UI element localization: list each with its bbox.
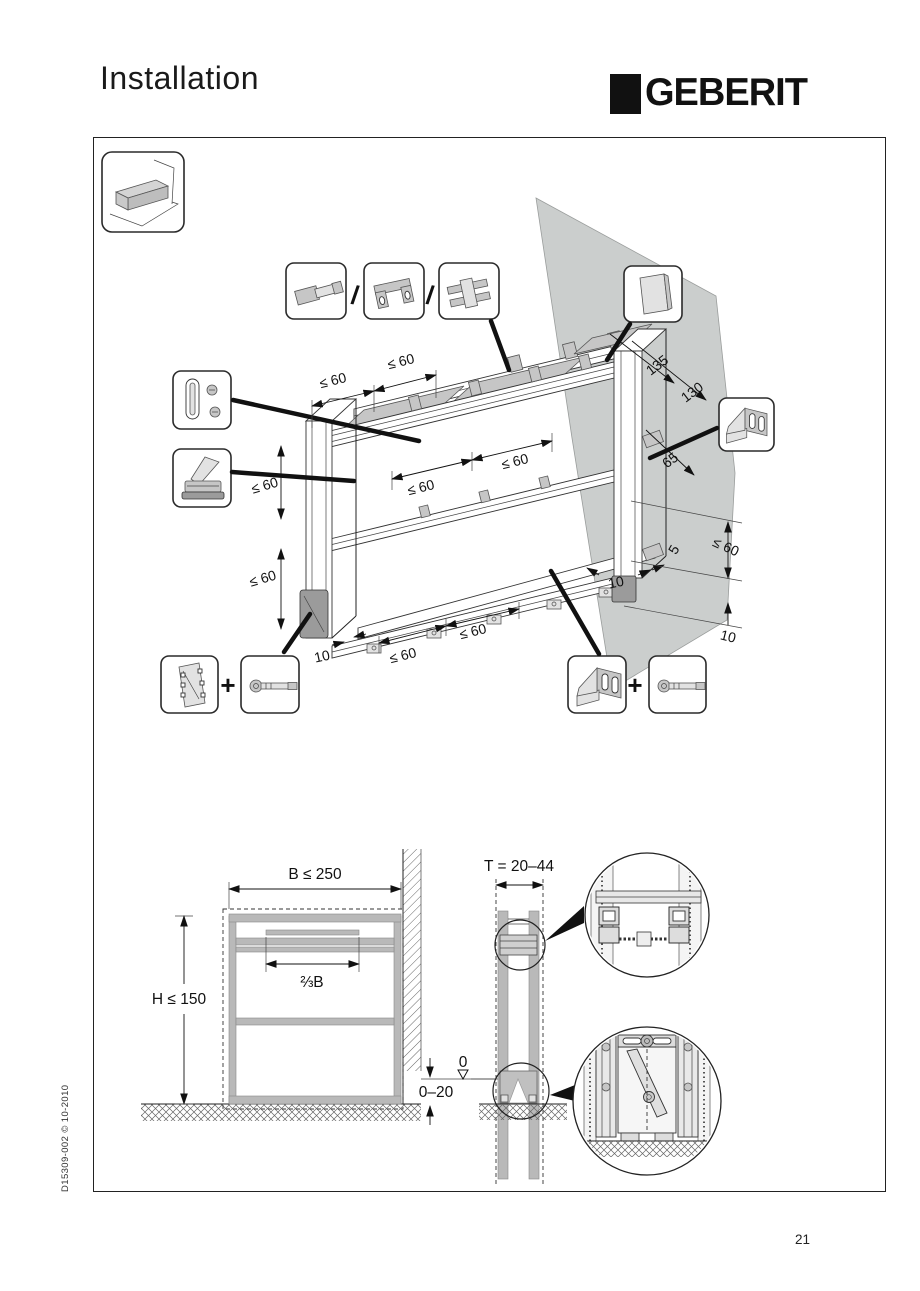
part-box-protection-panel — [623, 265, 683, 323]
elevation-frame — [228, 913, 402, 1105]
clamp-icon — [181, 456, 225, 500]
dim-middle: ≤ 60 ≤ 60 — [391, 433, 553, 498]
wall-bracket-upper — [641, 429, 665, 449]
angle-bracket-icon — [726, 407, 768, 444]
part-box-angle-bracket — [567, 655, 627, 714]
dim-top: ≤ 60 ≤ 60 — [311, 350, 437, 428]
section-drawing: T = 20–44 — [471, 852, 722, 1184]
anchor-bolt-icon — [249, 679, 298, 693]
dim-label-10: 10 — [313, 647, 332, 666]
seal-strips — [343, 323, 653, 429]
part-box-connector-3 — [438, 262, 500, 320]
wall-section — [402, 849, 422, 1104]
plus-sign: + — [627, 670, 642, 700]
leader-lines — [229, 318, 720, 657]
dim-label-le60: ≤ 60 — [386, 350, 416, 372]
part-box-connector-1 — [285, 262, 347, 320]
dim-label-le60: ≤ 60 — [500, 450, 530, 472]
elevation-drawing: B ≤ 250 H ≤ 150 ⅔B 0 0–20 — [141, 849, 502, 1125]
logo-wordmark: GEBERIT — [645, 71, 808, 115]
connector3-icon — [446, 277, 491, 309]
anchor-bolt-icon — [657, 679, 706, 693]
connector2-icon — [373, 278, 415, 309]
dim-label-le60: ≤ 60 — [318, 369, 348, 391]
dim-label-10: 10 — [719, 627, 738, 646]
dim-label-le60: ≤ 60 — [249, 474, 280, 497]
document-code: D15309-002 © 10-2010 — [60, 1084, 71, 1192]
frame-outline-dashed — [222, 908, 404, 1110]
dim-label-floor-gap: 0–20 — [419, 1084, 454, 1101]
dim-label-le60: ≤ 60 — [406, 476, 436, 498]
dim-label-le60: ≤ 60 — [388, 644, 418, 666]
detail-top — [584, 852, 710, 978]
part-box-anchor-bolt-left — [240, 655, 300, 714]
part-box-foot-plate — [160, 655, 219, 714]
plus-sign: + — [220, 670, 235, 700]
dim-label-height: H ≤ 150 — [152, 991, 207, 1008]
dim-label-width: B ≤ 250 — [288, 866, 342, 883]
dim-label-le60: ≤ 60 — [247, 567, 278, 590]
logo-square-icon — [610, 73, 641, 114]
part-box-connector-2 — [363, 262, 425, 320]
dim-two-thirds: ⅔B — [265, 937, 360, 991]
slash-separator: / — [349, 280, 360, 311]
angle-bracket-icon — [576, 666, 622, 707]
floor-hatch — [479, 1104, 567, 1120]
dim-label-10: 10 — [607, 573, 626, 592]
detail-callout-circle-top — [494, 919, 546, 971]
part-box-anchor-bolt-right — [648, 655, 707, 714]
dim-label-le60: ≤ 60 — [458, 620, 488, 642]
callout-wedge-bottom — [550, 1085, 575, 1101]
part-box-clamp-tool — [172, 448, 232, 508]
page-number: 21 — [795, 1232, 811, 1247]
geberit-logo: GEBERIT — [610, 71, 808, 115]
detail-bottom — [572, 1026, 722, 1176]
part-box-seal-screws — [172, 370, 232, 430]
dim-label-two-thirds: ⅔B — [300, 974, 323, 991]
callout-wedge-top — [545, 906, 584, 941]
dim-left-vertical: ≤ 60 ≤ 60 — [247, 445, 285, 630]
dim-label-thickness: T = 20–44 — [484, 858, 554, 875]
iso-right-column — [611, 328, 668, 603]
dim-height: H ≤ 150 — [152, 915, 207, 1105]
connector1-icon — [294, 280, 344, 306]
foot-plate-icon — [178, 662, 206, 708]
dim-bottom: ≤ 60 ≤ 60 10 — [313, 602, 520, 666]
page-title: Installation — [100, 60, 259, 96]
iso-drawing: / / — [101, 151, 775, 714]
panel-icon — [639, 273, 673, 315]
dim-floor-gap: 0–20 — [419, 1058, 454, 1125]
floor-section — [141, 1103, 421, 1121]
section-column — [471, 910, 567, 1180]
installation-figure: / / — [93, 137, 886, 1192]
dim-thickness: T = 20–44 — [484, 858, 554, 1184]
corner-pictogram — [101, 151, 185, 233]
datum-triangle-icon — [457, 1069, 469, 1081]
detail-callout-circle-bottom — [492, 1062, 550, 1120]
dim-width: B ≤ 250 — [228, 866, 402, 909]
slash-separator: / — [424, 280, 435, 311]
part-box-wall-angle — [718, 397, 775, 452]
datum-zero-label: 0 — [459, 1054, 468, 1071]
wall-bracket-lower — [641, 542, 665, 562]
iso-left-column — [299, 398, 358, 639]
